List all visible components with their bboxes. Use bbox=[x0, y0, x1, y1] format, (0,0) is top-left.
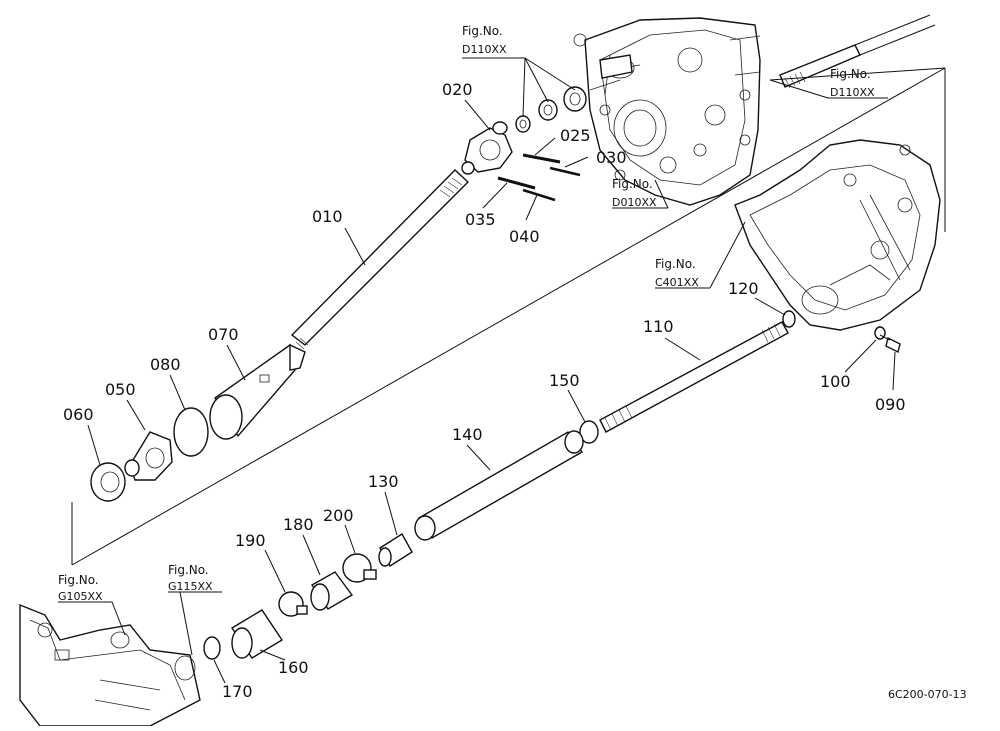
part-label-150: 150 bbox=[549, 371, 580, 390]
fig-ref-code-3: D010XX bbox=[612, 196, 657, 209]
part-label-130: 130 bbox=[368, 472, 399, 491]
shaft-110 bbox=[599, 321, 789, 433]
part-label-160: 160 bbox=[278, 658, 309, 677]
part-label-040: 040 bbox=[509, 227, 540, 246]
part-label-060: 060 bbox=[63, 405, 94, 424]
part-label-090: 090 bbox=[875, 395, 906, 414]
diagram-id: 6C200-070-13 bbox=[888, 688, 967, 701]
bearing-set bbox=[515, 86, 587, 133]
part-label-050: 050 bbox=[105, 380, 136, 399]
drive-shaft-010 bbox=[290, 169, 470, 350]
part-label-190: 190 bbox=[235, 531, 266, 550]
pins bbox=[497, 153, 581, 202]
o-ring-170 bbox=[203, 636, 221, 660]
fig-ref-prefix-1: Fig.No. bbox=[462, 24, 503, 38]
tube-140 bbox=[414, 430, 584, 541]
bolt-090 bbox=[879, 334, 901, 354]
pto-shaft-stub bbox=[779, 14, 936, 89]
part-label-140: 140 bbox=[452, 425, 483, 444]
hose-clamp-200 bbox=[342, 553, 377, 583]
fig-ref-code-1: D110XX bbox=[462, 43, 507, 56]
part-label-030: 030 bbox=[596, 148, 627, 167]
fig-ref-prefix-3: Fig.No. bbox=[612, 177, 653, 191]
part-label-020: 020 bbox=[442, 80, 473, 99]
leader-lines bbox=[58, 57, 896, 684]
bearing-060 bbox=[90, 462, 126, 502]
fig-ref-prefix-6: Fig.No. bbox=[168, 563, 209, 577]
part-label-025: 025 bbox=[560, 126, 591, 145]
boot-180 bbox=[310, 571, 354, 611]
fig-ref-prefix-5: Fig.No. bbox=[58, 573, 99, 587]
part-label-120: 120 bbox=[728, 279, 759, 298]
part-label-035: 035 bbox=[465, 210, 496, 229]
part-label-100: 100 bbox=[820, 372, 851, 391]
ring-150 bbox=[579, 420, 599, 444]
part-label-110: 110 bbox=[643, 317, 674, 336]
o-ring-080 bbox=[173, 407, 209, 457]
collar-130 bbox=[378, 533, 413, 567]
transmission-housing-upper bbox=[573, 17, 761, 206]
part-label-010: 010 bbox=[312, 207, 343, 226]
part-label-180: 180 bbox=[283, 515, 314, 534]
part-label-080: 080 bbox=[150, 355, 181, 374]
shaft-cover-070 bbox=[209, 343, 306, 440]
sleeve-160 bbox=[231, 609, 283, 659]
fig-ref-code-2: D110XX bbox=[830, 86, 875, 99]
figure-refs: Fig.No. D110XX Fig.No. D110XX Fig.No. D0… bbox=[58, 24, 875, 603]
assembly-frame bbox=[71, 67, 946, 566]
hose-clamp-190 bbox=[278, 591, 308, 617]
part-labels: 020 025 030 035 040 010 070 080 050 060 … bbox=[63, 80, 906, 701]
part-label-070: 070 bbox=[208, 325, 239, 344]
fig-ref-code-4: C401XX bbox=[655, 276, 699, 289]
universal-joint-050 bbox=[124, 431, 173, 481]
universal-joint-020 bbox=[461, 121, 513, 175]
fig-ref-prefix-2: Fig.No. bbox=[830, 67, 871, 81]
fig-ref-code-5: G105XX bbox=[58, 590, 103, 603]
clutch-housing-right bbox=[734, 139, 941, 331]
fig-ref-prefix-4: Fig.No. bbox=[655, 257, 696, 271]
ring-120 bbox=[782, 310, 796, 328]
front-axle-housing bbox=[19, 603, 201, 727]
part-label-170: 170 bbox=[222, 682, 253, 701]
fig-ref-code-6: G115XX bbox=[168, 580, 213, 593]
part-label-200: 200 bbox=[323, 506, 354, 525]
